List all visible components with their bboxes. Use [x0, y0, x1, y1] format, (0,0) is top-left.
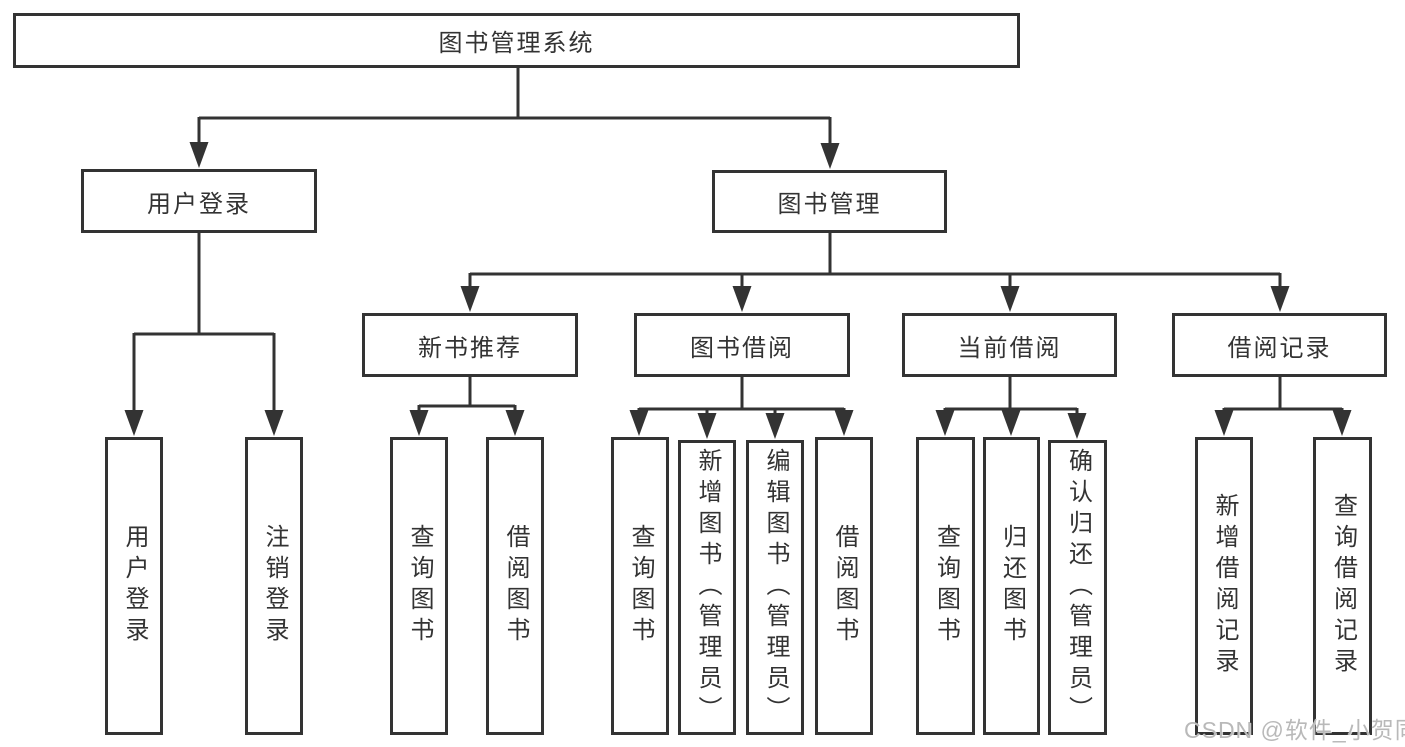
leaf-confirm-return-admin-label: 确认归还（管理员） [1064, 448, 1092, 727]
csdn-watermark: CSDN @软件_小贺同学 [1184, 717, 1405, 743]
node-book-borrowing: 图书借阅 [634, 313, 850, 377]
node-borrowing-records-label: 借阅记录 [1227, 334, 1332, 362]
leaf-confirm-return-admin: 确认归还（管理员） [1048, 440, 1107, 735]
leaf-logout: 注销登录 [245, 437, 303, 735]
leaf-query-books-borrowing-label: 查询图书 [627, 524, 654, 648]
connector-book-borrow-children [637, 377, 846, 417]
leaf-logout-label: 注销登录 [261, 524, 288, 648]
leaf-edit-book-admin-label: 编辑图书（管理员） [762, 448, 789, 727]
leaf-query-books-recommend: 查询图书 [390, 437, 448, 735]
node-borrowing-records: 借阅记录 [1172, 313, 1387, 377]
leaf-query-borrow-record: 查询借阅记录 [1313, 437, 1372, 735]
leaf-edit-book-admin: 编辑图书（管理员） [746, 440, 804, 735]
leaf-query-books-current-label: 查询图书 [932, 524, 960, 648]
leaf-add-borrow-record: 新增借阅记录 [1195, 437, 1253, 735]
node-current-borrowing: 当前借阅 [902, 313, 1117, 377]
node-book-management-label: 图书管理 [777, 191, 882, 218]
connector-book-management-children [468, 233, 1282, 290]
node-book-management: 图书管理 [712, 170, 947, 233]
node-user-login-label: 用户登录 [147, 190, 251, 218]
leaf-query-borrow-record-label: 查询借阅记录 [1329, 493, 1357, 679]
leaf-return-book-label: 归还图书 [998, 524, 1026, 648]
leaf-query-books-borrowing: 查询图书 [611, 437, 669, 735]
leaf-borrow-books-borrowing: 借阅图书 [815, 437, 873, 735]
node-new-book-recommend: 新书推荐 [362, 313, 578, 377]
leaf-borrow-books-recommend: 借阅图书 [486, 437, 544, 735]
leaf-borrow-books-borrowing-label: 借阅图书 [831, 524, 858, 648]
connector-user-login-children [132, 233, 276, 414]
node-new-book-recommend-label: 新书推荐 [418, 334, 522, 362]
node-root: 图书管理系统 [13, 13, 1020, 68]
leaf-query-books-recommend-label: 查询图书 [406, 524, 433, 648]
connector-root-to-level2 [197, 68, 832, 147]
node-root-label: 图书管理系统 [438, 30, 595, 57]
leaf-add-book-admin: 新增图书（管理员） [678, 440, 736, 735]
connector-paths [132, 68, 1344, 417]
node-book-borrowing-label: 图书借阅 [690, 334, 794, 362]
connector-new-book-children [417, 377, 517, 415]
node-user-login: 用户登录 [81, 169, 317, 233]
leaf-add-book-admin-label: 新增图书（管理员） [694, 448, 721, 727]
arrowheads [124, 142, 1352, 439]
connector-records-children [1222, 377, 1344, 415]
leaf-user-login: 用户登录 [105, 437, 163, 735]
leaf-query-books-current: 查询图书 [916, 437, 975, 735]
leaf-user-login-label: 用户登录 [121, 524, 148, 648]
leaf-borrow-books-recommend-label: 借阅图书 [502, 524, 529, 648]
leaf-return-book: 归还图书 [983, 437, 1040, 735]
leaf-add-borrow-record-label: 新增借阅记录 [1211, 493, 1238, 679]
node-current-borrowing-label: 当前借阅 [957, 334, 1062, 362]
